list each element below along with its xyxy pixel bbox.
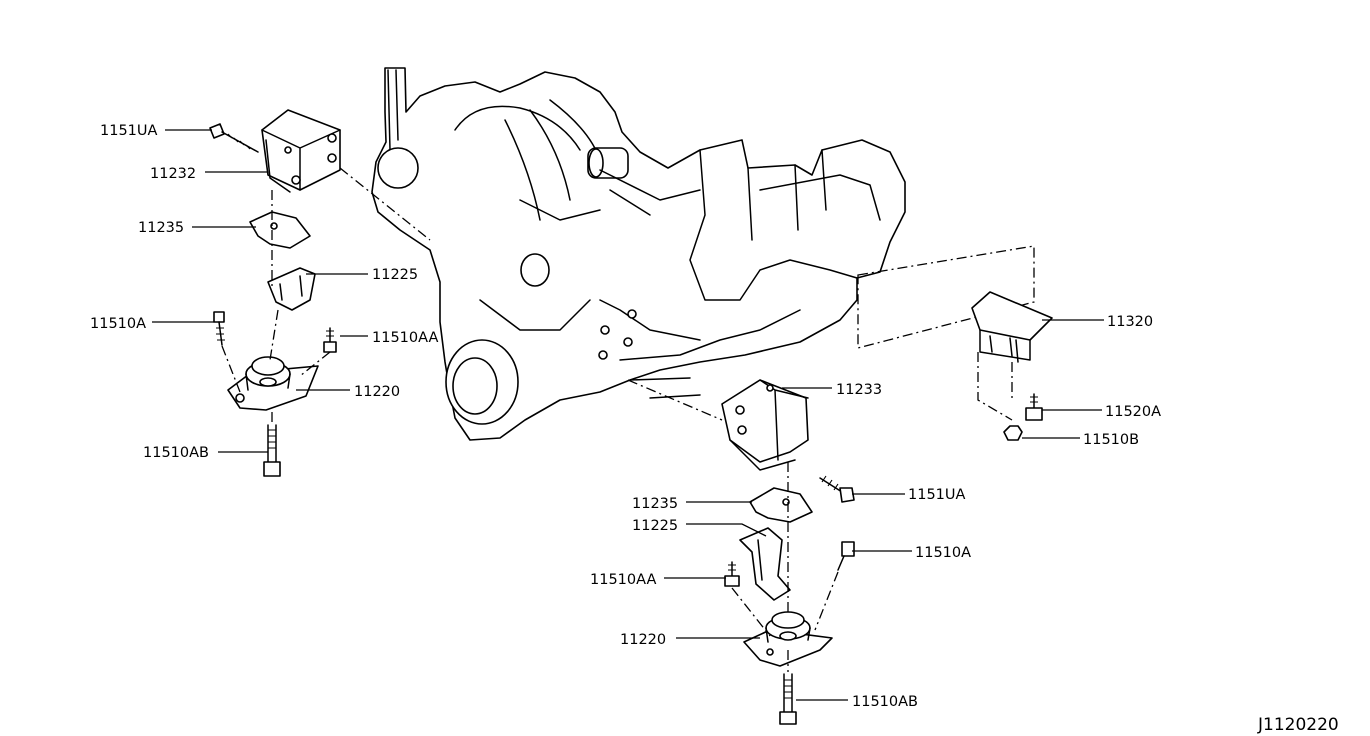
callout-11220-left: 11220	[354, 384, 400, 400]
callout-11510b: 11510B	[1083, 432, 1139, 448]
bracket-11225-left	[267, 267, 316, 311]
left-mount-group	[209, 109, 431, 477]
leader-lines	[152, 129, 1104, 701]
insulator-11220-left	[227, 356, 319, 411]
callout-11510ab-center: 11510AB	[852, 694, 918, 710]
callout-1151ua-center: 1151UA	[908, 487, 966, 503]
callout-11235-left: 11235	[138, 220, 184, 236]
callout-11510a-left: 11510A	[90, 316, 146, 332]
center-mount-group	[627, 379, 855, 725]
bolt-1151ua-center	[819, 475, 855, 503]
mount-11320	[971, 291, 1053, 341]
bolt-11510ab-left	[263, 424, 281, 477]
right-mount-group	[857, 245, 1053, 441]
bracket-11225-center	[739, 527, 791, 601]
callout-11520a: 11520A	[1105, 404, 1161, 420]
bracket-11233	[721, 379, 809, 463]
callout-11510ab-left: 11510AB	[143, 445, 209, 461]
callout-11510a-center: 11510A	[915, 545, 971, 561]
bolt-1151ua-left	[209, 123, 259, 153]
bolt-11510a-center	[837, 541, 855, 571]
bolt-11520a	[1025, 393, 1043, 421]
callout-labels: 1151UA 11232 11235 11225 11510A 11510AA …	[90, 123, 1161, 710]
callout-11232: 11232	[150, 166, 196, 182]
insulator-11220-center	[743, 611, 833, 667]
callout-11510aa-center: 11510AA	[590, 572, 656, 588]
diagram-reference-code: J1120220	[1257, 715, 1339, 735]
plate-11235-center	[749, 487, 813, 523]
plate-11235-left	[249, 211, 311, 249]
callout-11510aa-left: 11510AA	[372, 330, 438, 346]
callout-11320: 11320	[1107, 314, 1153, 330]
engine-assembly	[371, 67, 906, 441]
callout-11233: 11233	[836, 382, 882, 398]
callout-11220-center: 11220	[620, 632, 666, 648]
nut-11510b	[1003, 425, 1023, 441]
callout-1151ua-left: 1151UA	[100, 123, 158, 139]
bracket-11232	[261, 109, 341, 191]
bolt-11510a-left	[213, 311, 225, 346]
bolt-11510ab-center	[779, 673, 797, 725]
callout-11225-center: 11225	[632, 518, 678, 534]
bolt-11510aa-center	[724, 561, 740, 587]
callout-11225-left: 11225	[372, 267, 418, 283]
callout-11235-center: 11235	[632, 496, 678, 512]
bolt-11510aa-left	[323, 327, 337, 353]
